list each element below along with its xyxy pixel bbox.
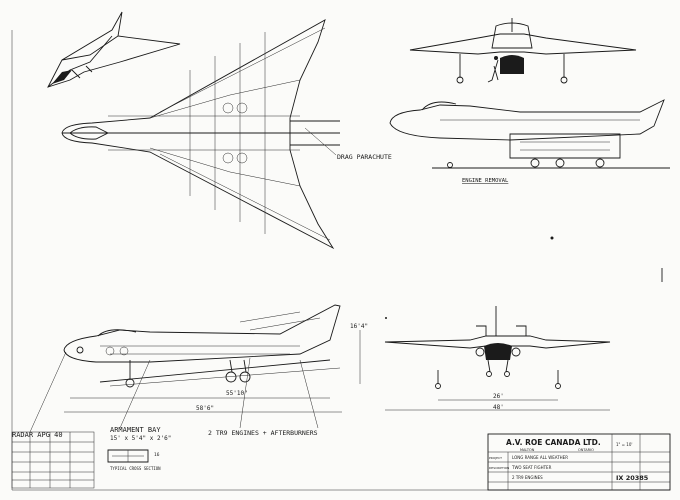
radar-leader (29, 351, 67, 433)
engine-removal-label: ENGINE REMOVAL (462, 178, 509, 184)
title-block: A.V. ROE CANADA LTD. MALTON ONTARIO PROJ… (487, 433, 671, 491)
row2-label: DESCRIPTION (489, 466, 509, 470)
dim-span: 48' (493, 404, 504, 411)
drag-parachute-leader (304, 127, 337, 156)
section-dim: 16 (154, 452, 160, 458)
front-view-bottom: 26' 48' (384, 306, 611, 411)
dim-track: 26' (493, 393, 504, 400)
drawing-number: IX 20385 (616, 474, 649, 482)
dim-length-a: 55'10" (226, 390, 248, 397)
drag-parachute-label: DRAG PARACHUTE (337, 153, 392, 161)
armament-leader (119, 359, 151, 429)
side-view-engine-removal: ENGINE REMOVAL (389, 99, 670, 184)
row3-value: 2 TR9 ENGINES (512, 475, 543, 480)
typical-cross-section: 16 TYPICAL CROSS SECTION (107, 449, 161, 471)
row1-value: LONG RANGE ALL WEATHER (512, 455, 568, 460)
engines-leader (239, 357, 251, 429)
company-name: A.V. ROE CANADA LTD. (506, 438, 601, 447)
armament-bay-dims: 15' x 5'4" x 2'6" (110, 435, 171, 442)
dim-height: 16'4" (350, 323, 368, 330)
row2-value: TWO SEAT FIGHTER (511, 465, 552, 470)
radar-label: RADAR APG 40 (12, 431, 63, 439)
location-left: MALTON (520, 448, 535, 452)
section-caption: TYPICAL CROSS SECTION (110, 466, 161, 471)
location-right: ONTARIO (578, 448, 594, 452)
plan-view: DRAG PARACHUTE (61, 19, 392, 250)
side-elevation-view: 55'10" 58'6" 16'4" RADAR APG 40 ARMAMENT… (12, 304, 368, 442)
engines-label: 2 TR9 ENGINES + AFTERBURNERS (208, 429, 318, 437)
revision-block (11, 431, 95, 489)
scale-value: 1" = 10' (616, 442, 632, 447)
dim-length-b: 58'6" (196, 405, 214, 412)
perspective-view (47, 11, 181, 88)
row1-label: PROJECT (489, 456, 502, 460)
front-view-top (409, 18, 637, 84)
armament-bay-label: ARMAMENT BAY (110, 426, 161, 434)
